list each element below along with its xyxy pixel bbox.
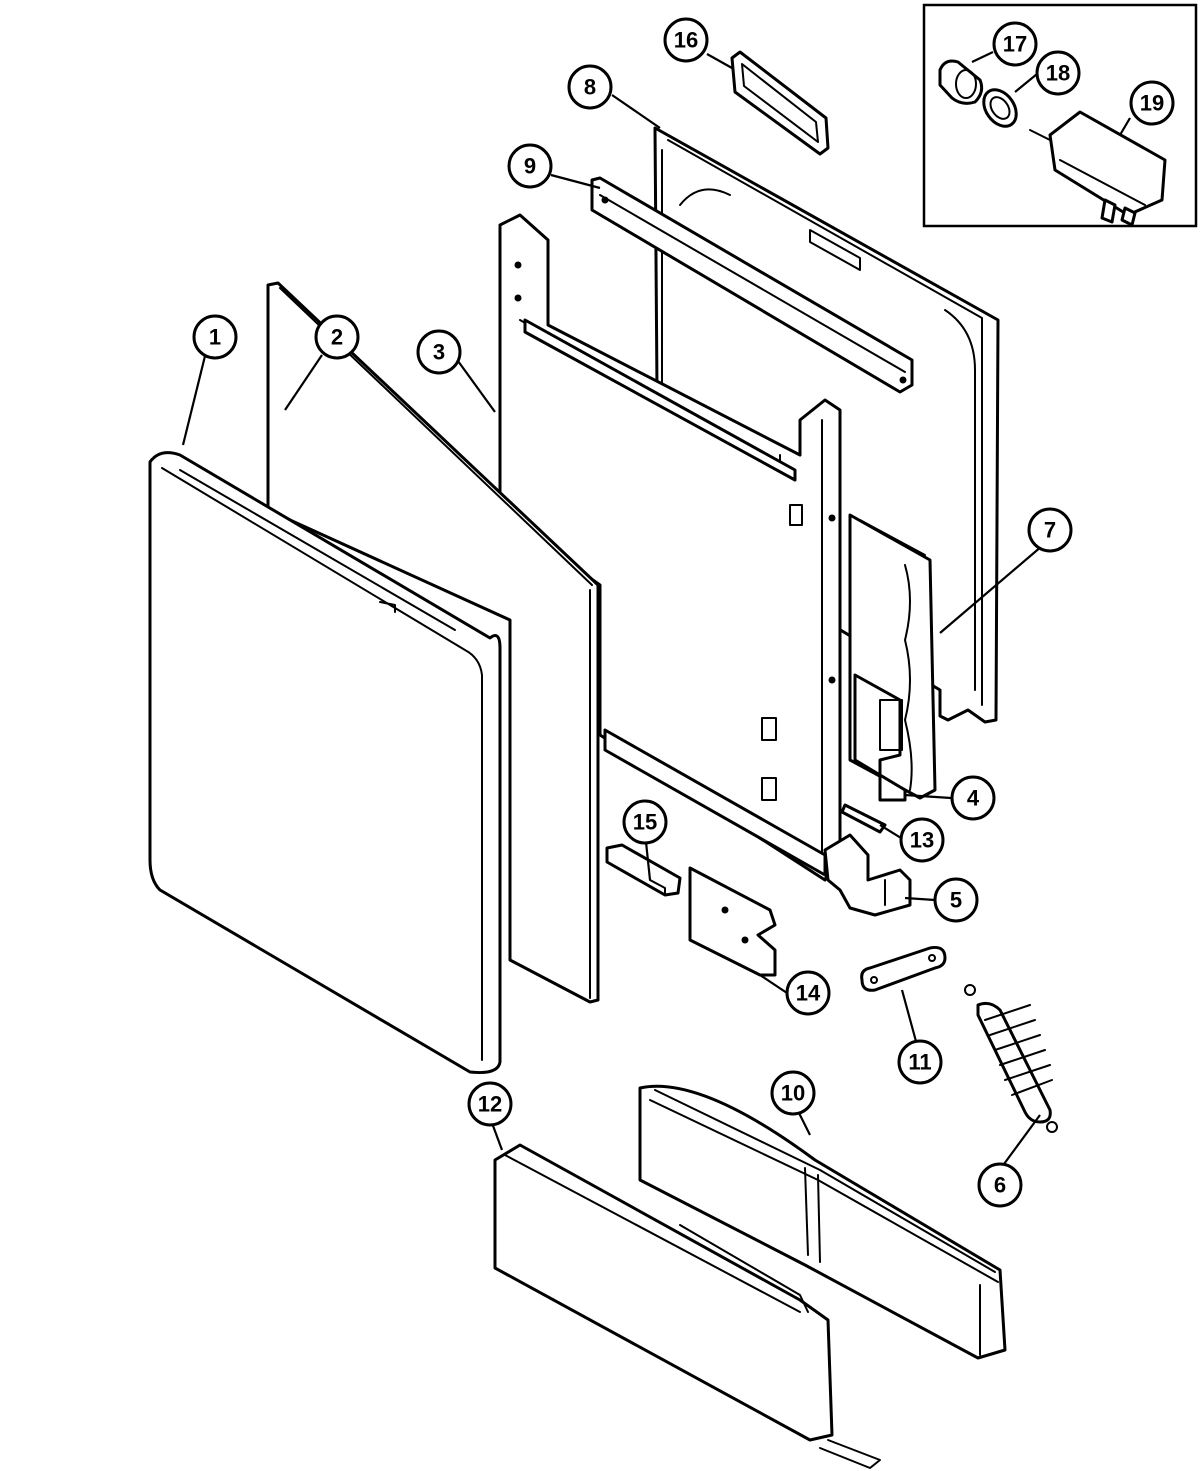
leader-lines bbox=[181, 51, 1131, 1165]
callout-3: 3 bbox=[416, 329, 462, 375]
callout-11-label: 11 bbox=[908, 1050, 931, 1075]
callout-4: 4 bbox=[950, 775, 996, 821]
part-1-outer-door-panel bbox=[148, 451, 502, 1074]
callout-6: 6 bbox=[977, 1162, 1023, 1208]
callout-9-label: 9 bbox=[524, 154, 536, 179]
callout-7: 7 bbox=[1027, 507, 1073, 553]
part-17-knob bbox=[938, 59, 984, 105]
part-14-hinge-plate bbox=[688, 866, 777, 977]
callout-11: 11 bbox=[897, 1039, 943, 1085]
part-10-insulation-blanket bbox=[638, 1084, 1007, 1360]
callout-7-label: 7 bbox=[1044, 518, 1056, 543]
callout-13: 13 bbox=[899, 817, 945, 863]
callout-15-label: 15 bbox=[633, 810, 657, 835]
callout-6-label: 6 bbox=[994, 1173, 1006, 1198]
callout-8: 8 bbox=[567, 64, 613, 110]
callout-14-label: 14 bbox=[796, 981, 821, 1006]
callout-16-label: 16 bbox=[674, 28, 698, 53]
callout-10: 10 bbox=[770, 1070, 816, 1116]
callout-5-label: 5 bbox=[950, 888, 962, 913]
part-18-ring bbox=[982, 88, 1018, 128]
callout-19-label: 19 bbox=[1140, 91, 1164, 116]
part-6-door-spring bbox=[964, 984, 1058, 1133]
callout-1-label: 1 bbox=[209, 325, 221, 350]
part-12-control-panel bbox=[493, 1143, 881, 1469]
callout-16: 16 bbox=[663, 17, 709, 63]
callout-18-label: 18 bbox=[1046, 61, 1070, 86]
part-9-top-strip bbox=[590, 176, 914, 394]
callout-4-label: 4 bbox=[967, 786, 980, 811]
part-13-small-strip bbox=[840, 803, 887, 834]
callout-8-label: 8 bbox=[584, 75, 596, 100]
part-3-inner-door-panel bbox=[498, 213, 842, 882]
callout-12: 12 bbox=[467, 1081, 513, 1127]
part-19-switch bbox=[1029, 110, 1167, 227]
callout-17-label: 17 bbox=[1003, 32, 1027, 57]
callout-5: 5 bbox=[933, 877, 979, 923]
callout-15: 15 bbox=[622, 799, 668, 845]
callout-18: 18 bbox=[1035, 50, 1081, 96]
callout-14: 14 bbox=[785, 970, 831, 1016]
callout-19: 19 bbox=[1129, 80, 1175, 126]
callout-1: 1 bbox=[192, 314, 238, 360]
callout-10-label: 10 bbox=[781, 1081, 805, 1106]
callout-12-label: 12 bbox=[478, 1092, 502, 1117]
part-4-latch-bracket bbox=[853, 673, 907, 802]
callout-3-label: 3 bbox=[433, 340, 445, 365]
part-16-vent-gasket bbox=[730, 50, 830, 156]
callout-17: 17 bbox=[992, 21, 1038, 67]
part-15-hinge-link bbox=[605, 843, 682, 897]
part-11-link-bar bbox=[860, 946, 947, 992]
callout-2-label: 2 bbox=[331, 325, 343, 350]
callout-13-label: 13 bbox=[910, 828, 934, 853]
inset-detail-box bbox=[922, 3, 1198, 228]
callout-9: 9 bbox=[507, 143, 553, 189]
callout-2: 2 bbox=[314, 314, 360, 360]
part-5-hinge-bracket bbox=[823, 833, 912, 917]
